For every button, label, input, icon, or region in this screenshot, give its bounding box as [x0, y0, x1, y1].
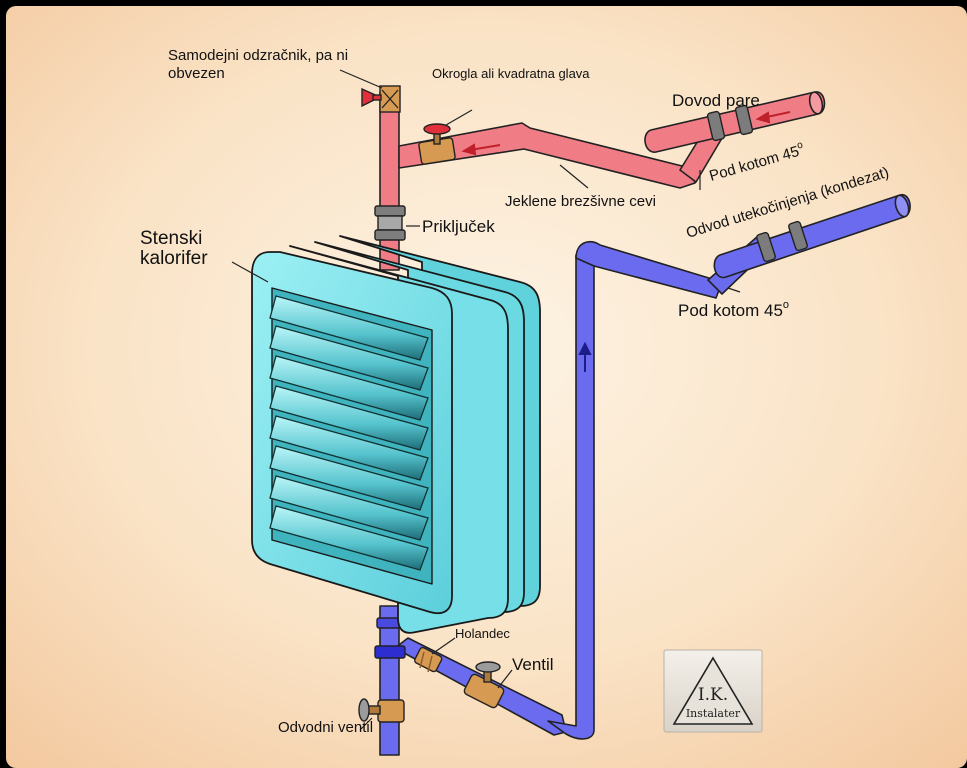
drain-collar	[374, 645, 406, 659]
connector-label: Priključek	[422, 217, 495, 236]
drain-valve	[358, 698, 405, 723]
logo-initials: I.K.	[698, 685, 728, 705]
condensate-flow-arrow	[578, 341, 592, 372]
connector-coupling	[374, 205, 406, 241]
louver	[269, 475, 429, 541]
steam-flow-arrows	[461, 111, 791, 156]
logo-name: Instalater	[686, 707, 741, 720]
condensate-riser-pipe	[547, 254, 595, 740]
louver	[269, 385, 429, 451]
heater-label: Stenski	[140, 228, 202, 249]
louver	[269, 445, 429, 511]
condensate-pipe-clamps	[756, 220, 808, 263]
valve-label: Ventil	[512, 655, 554, 674]
valve-head-label: Okrogla ali kvadratna glava	[432, 66, 590, 81]
steam-pipe-network	[379, 91, 826, 271]
steam-riser-pipe	[379, 91, 400, 271]
angle-top-degree: o	[796, 139, 805, 151]
union-fitting	[414, 646, 443, 673]
steam-pipe-clamps	[706, 104, 754, 142]
logo: I.K. Instalater	[663, 649, 763, 733]
heater-louvers	[269, 295, 429, 571]
condensate-valve	[463, 661, 505, 709]
louver	[269, 505, 429, 571]
air-vent-label-line2: obvezen	[168, 65, 225, 82]
angle-bottom-label: Pod kotom 45o	[678, 299, 789, 320]
steam-supply-label: Dovod pare	[672, 91, 760, 110]
steel-pipes-label: Jeklene brezšivne cevi	[505, 193, 656, 210]
leader-lines	[231, 69, 741, 731]
louver	[269, 415, 429, 481]
drain-valve-label: Odvodni ventil	[278, 719, 373, 736]
louver	[269, 295, 429, 361]
louver	[269, 325, 429, 391]
air-vent-label: Samodejni odzračnik, pa ni	[168, 47, 348, 64]
union-label: Holandec	[455, 626, 510, 641]
angle-bottom-text: Pod kotom 45	[678, 301, 783, 320]
louver	[269, 355, 429, 421]
angle-bottom-degree: o	[783, 299, 789, 311]
steam-branch-valve	[418, 109, 473, 165]
condensate-elbow-pipe	[575, 241, 723, 299]
heater-label-line2: kalorifer	[140, 248, 208, 269]
air-vent	[361, 85, 401, 113]
